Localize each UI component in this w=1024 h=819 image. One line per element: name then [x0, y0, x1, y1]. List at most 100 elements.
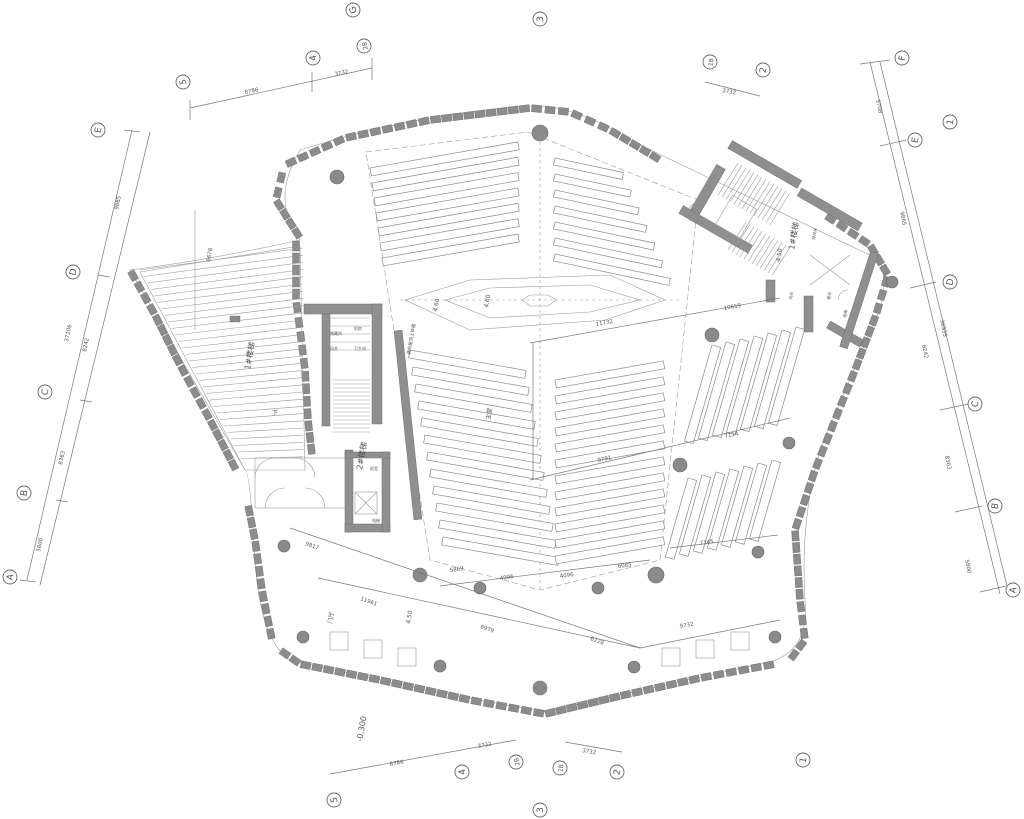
pew — [553, 221, 656, 251]
svg-text:C: C — [41, 388, 52, 396]
perimeter-block — [485, 108, 497, 117]
label-stair-2: 2#楼梯 — [354, 441, 369, 470]
perimeter-block — [133, 280, 146, 294]
perimeter-block — [598, 695, 610, 705]
perimeter-block — [482, 698, 495, 709]
perimeter-block — [631, 687, 644, 697]
perimeter-block — [555, 705, 567, 715]
perimeter-block — [822, 432, 833, 445]
label-room-e: 排风井 — [810, 227, 818, 240]
svg-text:F: F — [898, 55, 909, 62]
label-room-g: 管井 — [825, 291, 832, 300]
perimeter-block — [278, 647, 292, 660]
perimeter-block — [676, 677, 689, 687]
side-pew — [712, 338, 750, 439]
structural-column — [768, 630, 782, 644]
svg-text:C: C — [971, 400, 982, 408]
grid-bubble-B-right: B — [987, 498, 1003, 514]
perimeter-block — [177, 364, 189, 377]
perimeter-block — [189, 386, 201, 399]
dim-top-left-a: 8786 — [244, 87, 259, 96]
label-room-f: 风井 — [787, 291, 794, 300]
perimeter-block — [379, 676, 392, 686]
pew — [429, 468, 548, 498]
svg-text:4: 4 — [458, 768, 469, 776]
dim-bottom-left-a: 8786 — [389, 760, 404, 768]
perimeter-block — [171, 353, 184, 367]
perimeter-block — [303, 408, 312, 420]
grid-bubble-A-left: A — [2, 569, 18, 585]
perimeter-block — [405, 119, 418, 129]
dim-inner-10: 4096 — [499, 574, 514, 582]
grid-bubble-E-left: E — [90, 122, 106, 138]
svg-text:4: 4 — [309, 54, 320, 62]
elevation-mid-small: 4.60 — [432, 298, 441, 313]
side-pew — [734, 462, 768, 545]
perimeter-block — [292, 301, 302, 314]
svg-text:A: A — [1009, 585, 1020, 594]
perimeter-block — [345, 132, 357, 142]
dim-bottom-left-b: 3732 — [477, 742, 492, 750]
perimeter-block — [648, 151, 662, 163]
perimeter-block — [424, 686, 437, 696]
grid-bubble-F-right: F — [894, 50, 910, 66]
perimeter-block — [700, 672, 713, 682]
elevation-entry: 4.50 — [405, 610, 414, 625]
perimeter-block — [402, 681, 415, 691]
perimeter-block — [876, 288, 888, 302]
perimeter-block — [195, 397, 207, 410]
perimeter-block — [291, 226, 303, 240]
dim-left-1: 5800 — [36, 537, 45, 552]
perimeter-block — [791, 530, 800, 542]
structural-column — [627, 660, 641, 674]
perimeter-block — [842, 382, 853, 395]
perimeter-block — [583, 115, 597, 127]
dim-inner-9: 6228 — [589, 636, 605, 647]
pew — [373, 172, 520, 207]
structural-column — [412, 567, 428, 583]
perimeter-block — [302, 383, 311, 395]
perimeter-block — [299, 357, 309, 369]
perimeter-block — [332, 135, 346, 147]
perimeter-block — [544, 707, 557, 718]
pew — [554, 376, 666, 405]
structural-column — [473, 581, 487, 595]
perimeter-block — [795, 638, 808, 652]
perimeter-block — [251, 540, 261, 552]
label-room-b: 机房 — [354, 325, 362, 331]
perimeter-block — [292, 288, 300, 300]
grid-bubble-2-bottom: 2 — [609, 764, 625, 780]
perimeter-block — [688, 674, 701, 685]
perimeter-block — [299, 660, 312, 670]
structural-column — [704, 327, 720, 343]
entry-planter — [329, 631, 349, 651]
svg-text:1: 1 — [799, 756, 810, 763]
perimeter-block — [307, 443, 316, 455]
pew — [554, 504, 666, 533]
perimeter-block — [879, 263, 891, 277]
dim-inner-8: 6979 — [479, 624, 495, 635]
nave-boundary — [365, 130, 699, 591]
svg-text:3: 3 — [536, 807, 546, 813]
side-pew — [754, 329, 792, 430]
structural-column — [591, 581, 605, 595]
perimeter-block — [263, 615, 273, 628]
left-stair-fan — [139, 210, 306, 471]
perimeter-block — [847, 370, 858, 383]
perimeter-block — [273, 198, 285, 212]
perimeter-block — [320, 140, 334, 152]
perimeter-block — [846, 227, 860, 240]
dim-right-4: 36935 — [938, 319, 948, 338]
perimeter-block — [817, 445, 828, 458]
perimeter-block — [798, 614, 807, 626]
perimeter-block — [619, 689, 632, 700]
pew — [408, 349, 527, 379]
pew — [411, 366, 530, 396]
perimeter-block — [628, 139, 642, 151]
grid-bubble-5-bottom: 5 — [326, 792, 342, 808]
perimeter-block — [146, 303, 158, 316]
left-stair-post — [229, 315, 241, 323]
svg-text:B: B — [991, 502, 1002, 510]
perimeter-block — [441, 113, 453, 123]
perimeter-block — [868, 314, 880, 327]
